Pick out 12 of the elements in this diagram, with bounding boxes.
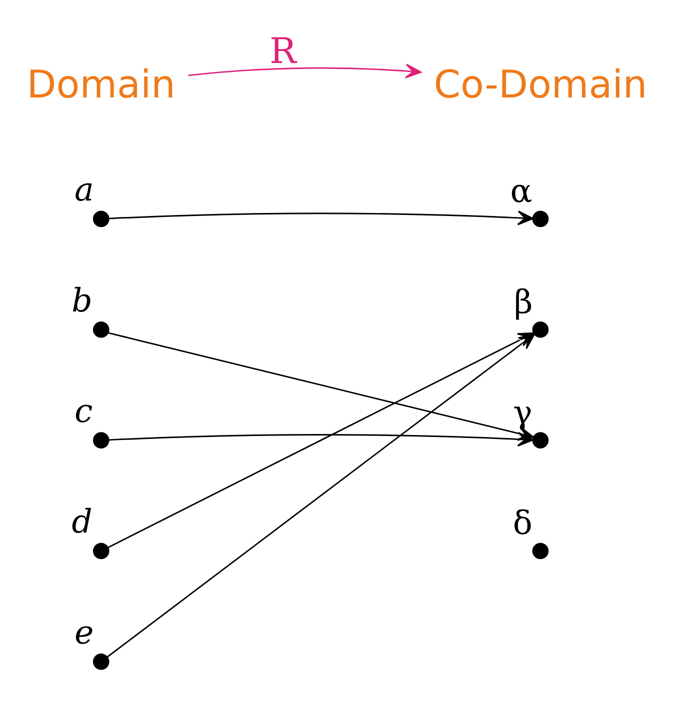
- node-label: γ: [512, 392, 532, 431]
- node-label: b: [72, 280, 92, 319]
- node-label: δ: [512, 504, 532, 542]
- node-label: β: [514, 282, 533, 320]
- node-label: a: [74, 170, 94, 208]
- node-text: Co-Domain: [434, 62, 648, 108]
- node-label: c: [74, 391, 93, 430]
- node-text: Domain: [26, 62, 176, 108]
- edge-label: R: [270, 30, 296, 72]
- node-label: d: [72, 502, 92, 540]
- node-label: α: [510, 172, 532, 210]
- node-label: e: [74, 612, 94, 651]
